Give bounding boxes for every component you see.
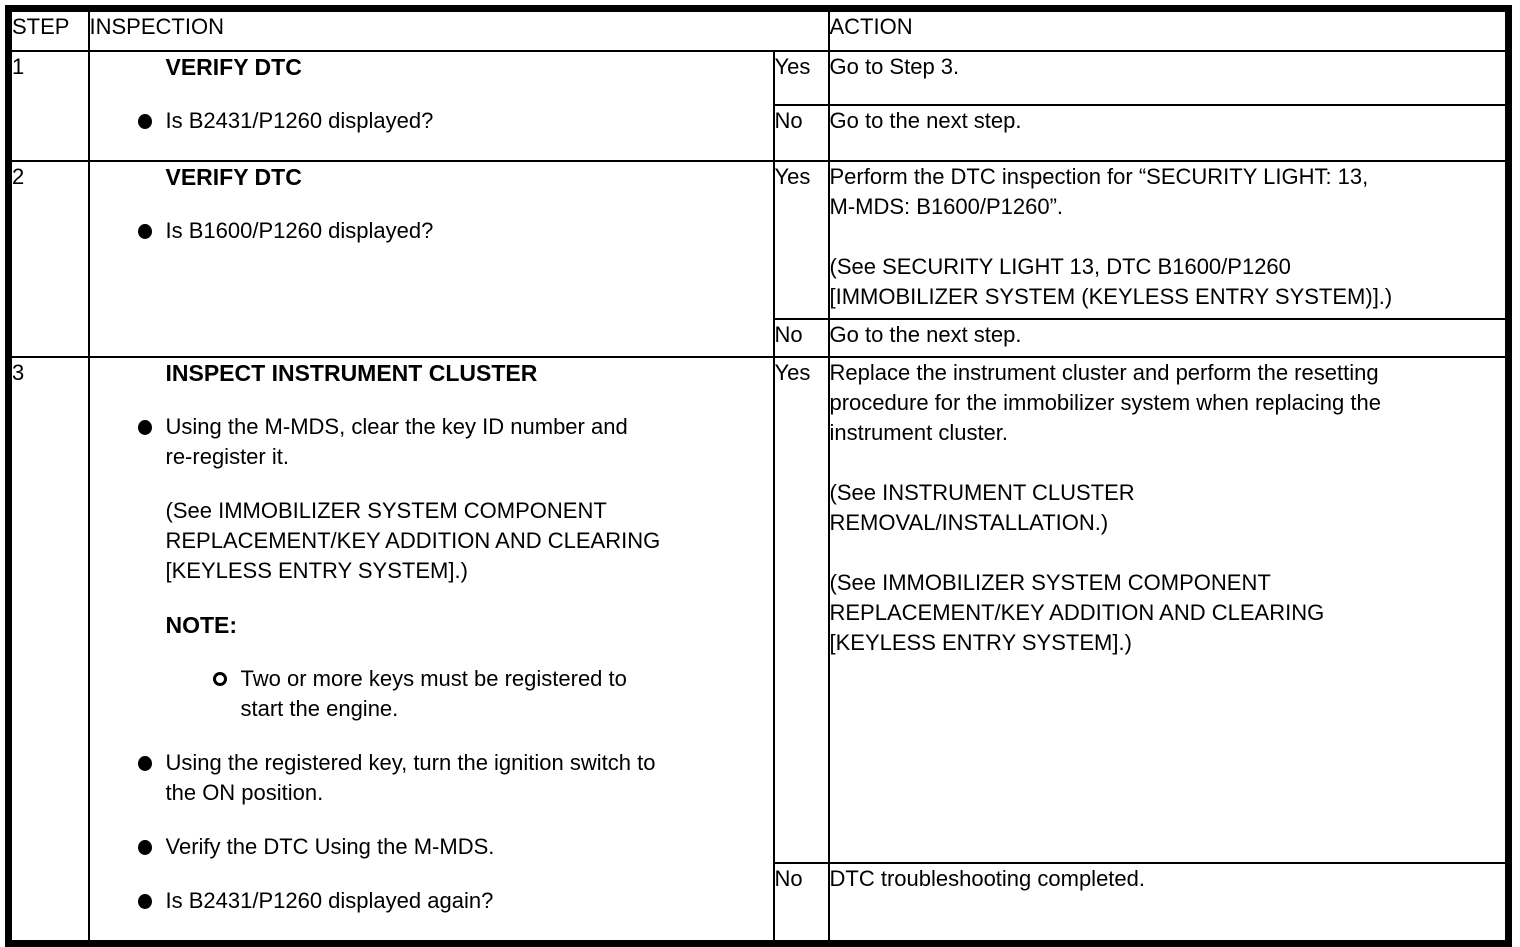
bullet-icon (137, 748, 166, 808)
inspection-heading: INSPECT INSTRUMENT CLUSTER (165, 359, 538, 386)
bullet-icon (137, 886, 166, 916)
sub-bullet-item: Two or more keys must be registered to s… (212, 664, 773, 724)
bullet-text: Is B1600/P1260 displayed? (165, 217, 434, 243)
bullet-icon (137, 216, 166, 246)
table-row-step3-yes: 3 INSPECT INSTRUMENT CLUSTER Using the M… (7, 355, 1510, 944)
bullet-text: Using the M-MDS, clear the key ID number… (165, 413, 628, 469)
step-number: 2 (7, 159, 90, 358)
action-cell: Go to the next step. (827, 317, 1510, 358)
inspection-heading: VERIFY DTC (165, 163, 302, 190)
action-text: Go to Step 3. (829, 53, 960, 79)
bullet-text: Is B2431/P1260 displayed again? (165, 887, 494, 913)
inspection-cell: VERIFY DTC Is B2431/P1260 displayed? (87, 49, 775, 162)
note-label: NOTE: (165, 611, 238, 638)
column-header-action: ACTION (827, 7, 1510, 52)
action-cell: Perform the DTC inspection for “SECURITY… (827, 159, 1510, 320)
branch-label-yes: Yes (772, 49, 830, 106)
bullet-item: Is B1600/P1260 displayed? (137, 216, 773, 246)
inspection-cell: VERIFY DTC Is B1600/P1260 displayed? (87, 159, 775, 358)
branch-label-no: No (772, 861, 830, 944)
action-cell: Go to the next step. (827, 103, 1510, 162)
bullet-item: Is B2431/P1260 displayed? (137, 106, 773, 136)
bullet-icon (137, 106, 166, 136)
action-cell: Replace the instrument cluster and perfo… (827, 355, 1510, 864)
step-number: 3 (7, 355, 90, 944)
bullet-item: Is B2431/P1260 displayed again? (137, 886, 773, 916)
sub-bullet-icon (212, 664, 241, 724)
inspection-cell: INSPECT INSTRUMENT CLUSTER Using the M-M… (87, 355, 775, 944)
bullet-item: Verify the DTC Using the M-MDS. (137, 832, 773, 862)
step-number: 1 (7, 49, 90, 162)
column-header-step: STEP (7, 7, 90, 52)
sub-bullet-text: Two or more keys must be registered to s… (240, 665, 627, 721)
bullet-icon (137, 832, 166, 862)
bullet-text: Is B2431/P1260 displayed? (165, 107, 434, 133)
see-reference-text: (See IMMOBILIZER SYSTEM COMPONENT REPLAC… (165, 497, 661, 583)
table-row-step2-yes: 2 VERIFY DTC Is B1600/P1260 displayed? Y… (7, 159, 1510, 358)
action-cell: Go to Step 3. (827, 49, 1510, 106)
table-row-step1-no: No Go to the next step. (9, 103, 1510, 162)
table-row-step1-yes: 1 VERIFY DTC Is B2431/P1260 displayed? Y… (7, 49, 1510, 162)
column-header-inspection: INSPECTION (87, 7, 830, 52)
troubleshooting-table: STEP INSPECTION ACTION 1 VERIFY DTC Is B… (5, 5, 1512, 947)
branch-label-no: No (772, 103, 830, 162)
bullet-text: Verify the DTC Using the M-MDS. (165, 833, 495, 859)
action-text: DTC troubleshooting completed. (829, 865, 1146, 891)
branch-label-yes: Yes (772, 159, 830, 320)
table-row-step2-no: No Go to the next step. (9, 317, 1510, 358)
action-text: Go to the next step. (829, 321, 1022, 347)
branch-label-no: No (772, 317, 830, 358)
bullet-item: Using the registered key, turn the ignit… (137, 748, 773, 808)
action-cell: DTC troubleshooting completed. (827, 861, 1510, 944)
action-text: Perform the DTC inspection for “SECURITY… (829, 163, 1393, 309)
inspection-heading: VERIFY DTC (165, 53, 302, 80)
action-text: Replace the instrument cluster and perfo… (829, 359, 1381, 655)
bullet-icon (137, 412, 166, 472)
bullet-item: Using the M-MDS, clear the key ID number… (137, 412, 773, 472)
bullet-text: Using the registered key, turn the ignit… (165, 749, 656, 805)
action-text: Go to the next step. (829, 107, 1022, 133)
header-row: STEP INSPECTION ACTION (7, 7, 1510, 52)
branch-label-yes: Yes (772, 355, 830, 864)
